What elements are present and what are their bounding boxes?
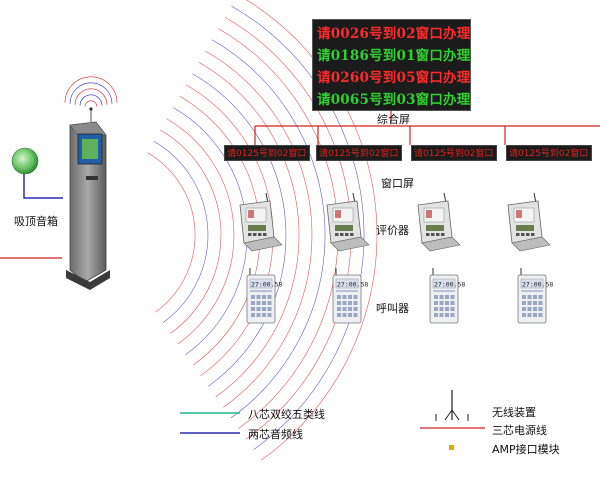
speaker-audio-line: [23, 168, 63, 199]
window-screen-label: 窗口屏: [381, 177, 414, 190]
wave-arc: [245, 0, 378, 461]
pager-device-icon: 27:00.58: [246, 268, 282, 324]
ticket-kiosk-icon: [66, 107, 110, 290]
wave-arc: [160, 129, 222, 334]
antenna-wave-arc: [74, 88, 108, 105]
speaker-label: 吸顶音箱: [14, 215, 58, 228]
evaluator-device-icon: [326, 192, 370, 252]
antenna-wave-arc: [79, 94, 103, 106]
pager-device-icon: 27:00.58: [332, 268, 368, 324]
antenna-wave-arc: [64, 76, 118, 103]
wave-arc: [205, 50, 313, 408]
led-row-2: 请0186号到01窗口办理: [317, 48, 471, 64]
legend-power-label: 三芯电源线: [492, 424, 547, 437]
main-led-board: 请0026号到02窗口办理 请0186号到01窗口办理 请0260号到05窗口办…: [312, 19, 471, 111]
ceiling-speaker-icon: [11, 147, 39, 175]
antenna-icon: [435, 390, 469, 421]
pager-display-text: 27:00.58: [522, 281, 553, 289]
window-screen-1: 请0125号到02窗口: [224, 145, 310, 161]
amp-module-icon: [449, 445, 454, 450]
legend-cat5-label: 八芯双绞五类线: [248, 408, 325, 421]
wave-arc: [166, 118, 235, 345]
led-row-4: 请0065号到03窗口办理: [317, 92, 471, 108]
window-screen-2: 请0125号到02窗口: [316, 145, 402, 161]
antenna-wave-arc: [84, 100, 98, 107]
wave-arc: [192, 73, 287, 387]
antenna-wave-arc: [69, 82, 113, 104]
pager-device-icon: 27:00.58: [429, 268, 465, 324]
pager-device-icon: 27:00.58: [517, 268, 553, 324]
main-board-label: 综合屏: [377, 113, 410, 126]
wave-arc: [231, 5, 365, 450]
legend-graphics: [180, 390, 485, 450]
led-row-1: 请0026号到02窗口办理: [317, 26, 471, 42]
power-bus: [0, 110, 600, 259]
pager-label: 呼叫器: [376, 302, 409, 315]
pager-group: 27:00.58 27:00.58 27:00.58 27:00.58: [246, 268, 553, 324]
legend-audio-label: 两芯音频线: [248, 428, 303, 441]
window-screen-4: 请0125号到02窗口: [506, 145, 592, 161]
wave-arc: [211, 39, 326, 419]
wave-arc: [153, 141, 209, 324]
evaluator-label: 评价器: [376, 224, 409, 237]
pager-display-text: 27:00.58: [251, 281, 282, 289]
legend-wireless-label: 无线装置: [492, 406, 536, 419]
evaluator-device-icon: [417, 192, 461, 252]
evaluator-device-icon: [507, 192, 551, 252]
legend-amp-label: AMP接口模块: [492, 443, 560, 456]
evaluator-group: [239, 192, 551, 252]
window-screen-3: 请0125号到02窗口: [411, 145, 497, 161]
pager-display-text: 27:00.58: [434, 281, 465, 289]
led-row-3: 请0260号到05窗口办理: [317, 70, 471, 86]
wave-arc: [147, 152, 196, 313]
wave-arc: [198, 62, 300, 398]
pager-display-text: 27:00.58: [337, 281, 368, 289]
evaluator-device-icon: [239, 192, 283, 252]
